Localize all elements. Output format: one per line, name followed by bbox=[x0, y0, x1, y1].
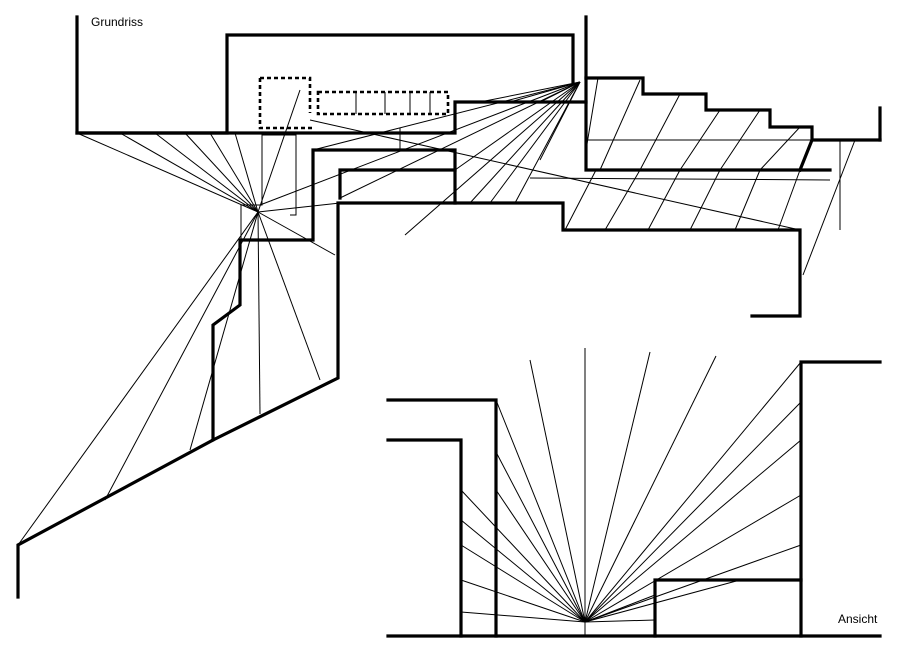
plan-stair-stringer-lower bbox=[16, 238, 315, 599]
plan-construction-outline bbox=[240, 134, 297, 250]
plan-floor-edge bbox=[75, 100, 588, 135]
plan-step-profile bbox=[584, 76, 882, 142]
plan-tread-lines bbox=[529, 77, 856, 276]
elevation-radial-lines bbox=[460, 348, 802, 623]
plan-stair-stringer-inner bbox=[338, 168, 457, 200]
elevation-left-wall-top bbox=[386, 398, 498, 638]
plan-handrail-dashed-2 bbox=[258, 78, 313, 130]
elevation-step-block bbox=[653, 578, 803, 638]
elevation-view-label: Ansicht bbox=[838, 612, 878, 626]
plan-upper-fan bbox=[259, 81, 801, 236]
plan-room-wall bbox=[75, 15, 575, 135]
elevation-left-wall-inner bbox=[386, 438, 463, 638]
elevation-view bbox=[386, 348, 882, 638]
elevation-right-wall bbox=[799, 360, 882, 638]
plan-step-profile-low bbox=[797, 137, 815, 173]
plan-stair-stringer-main bbox=[210, 201, 457, 443]
plan-handrail-dashed bbox=[260, 76, 312, 113]
plan-handrail-box bbox=[316, 90, 450, 116]
plan-view bbox=[16, 15, 882, 599]
plan-room-wall-right bbox=[584, 15, 832, 172]
plan-stair-stringer-upper bbox=[311, 148, 802, 318]
plan-radial-lines bbox=[17, 89, 341, 546]
plan-view-label: Grundriss bbox=[91, 15, 144, 29]
